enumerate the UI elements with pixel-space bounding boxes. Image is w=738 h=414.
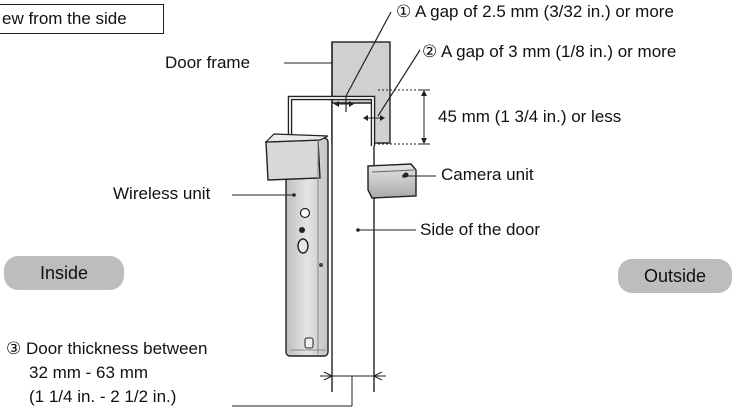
thickness-dimension xyxy=(232,371,386,407)
outside-badge: Outside xyxy=(618,259,732,293)
wireless-unit-label: Wireless unit xyxy=(113,184,211,203)
door-frame xyxy=(331,41,391,144)
thickness-label-line3: (1 1/4 in. - 2 1/2 in.) xyxy=(29,387,177,406)
door-frame-label: Door frame xyxy=(165,53,251,72)
gap-indicators xyxy=(334,11,421,121)
thickness-label-line1: ③ Door thickness between xyxy=(6,339,208,358)
side-of-door-label: Side of the door xyxy=(420,220,541,239)
inside-badge: Inside xyxy=(4,256,124,290)
door-side-lines xyxy=(331,103,375,392)
camera-unit-label: Camera unit xyxy=(441,165,534,184)
gap1-label: ① A gap of 2.5 mm (3/32 in.) or more xyxy=(396,2,674,21)
gap2-label: ② A gap of 3 mm (1/8 in.) or more xyxy=(422,42,677,61)
camera-unit xyxy=(367,163,417,199)
wireless-unit xyxy=(264,133,329,357)
label-leaders xyxy=(232,62,436,232)
height-label: 45 mm (1 3/4 in.) or less xyxy=(438,107,622,126)
view-title: ew from the side xyxy=(0,4,164,34)
height-dimension xyxy=(378,89,430,145)
thickness-label-line2: 32 mm - 63 mm xyxy=(29,363,149,382)
